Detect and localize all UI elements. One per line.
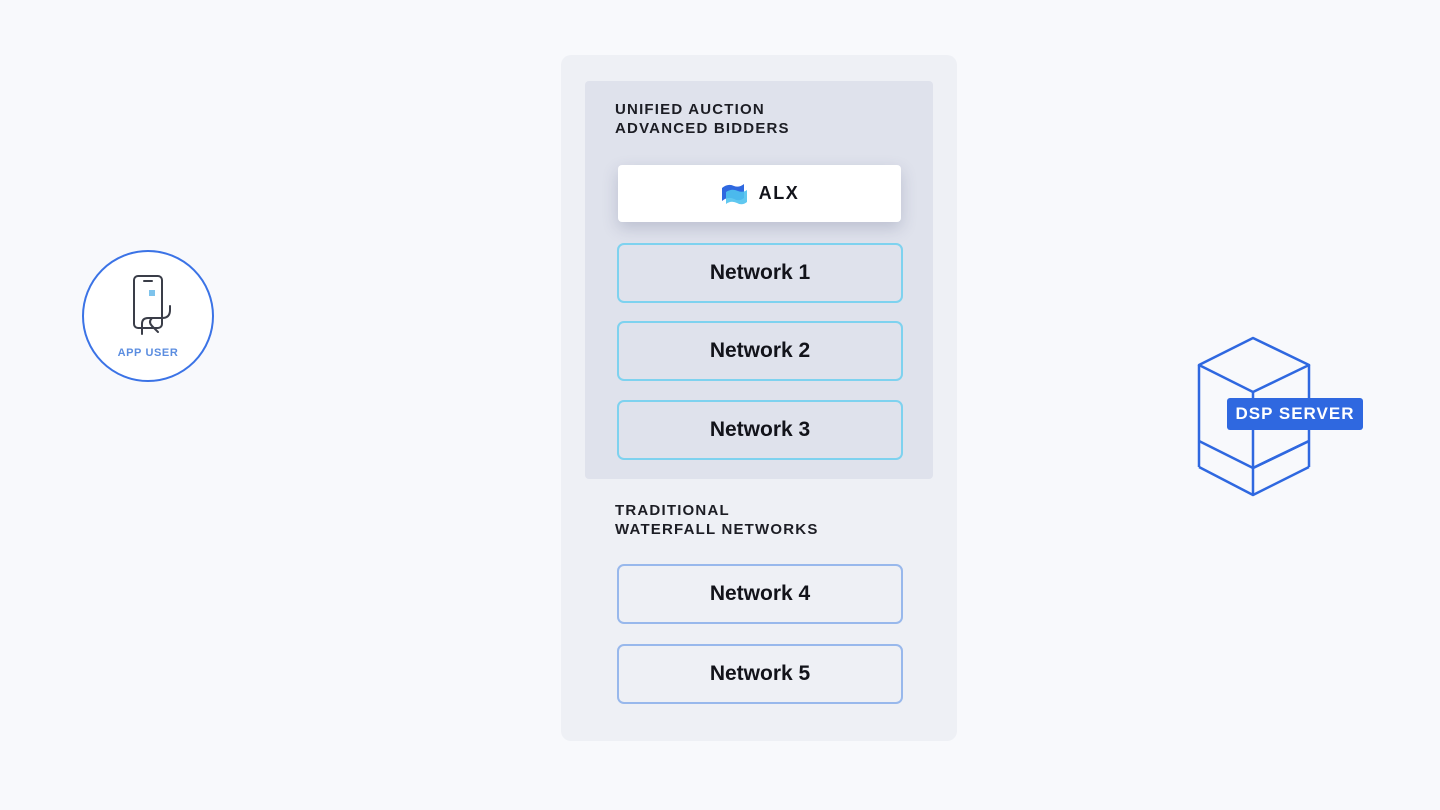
hand-holding-phone-icon bbox=[133, 275, 171, 335]
network-card: Network 5 bbox=[617, 644, 903, 704]
waterfall-title-line1: TRADITIONAL bbox=[615, 502, 730, 519]
dsp-server-badge: DSP SERVER bbox=[1227, 398, 1363, 430]
waterfall-title: TRADITIONAL WATERFALL NETWORKS bbox=[615, 501, 819, 539]
unified-auction-title: UNIFIED AUCTION ADVANCED BIDDERS bbox=[615, 100, 790, 138]
network-card: Network 4 bbox=[617, 564, 903, 624]
app-user-label: APP USER bbox=[117, 347, 179, 359]
alx-logo-icon bbox=[721, 183, 747, 204]
alx-name: ALX bbox=[758, 183, 800, 203]
unified-auction-section: UNIFIED AUCTION ADVANCED BIDDERS bbox=[585, 81, 933, 479]
alx-bidder-card: ALX bbox=[618, 165, 901, 222]
app-user-node: APP USER bbox=[82, 250, 214, 382]
dsp-server-node: DSP SERVER bbox=[1196, 335, 1366, 500]
waterfall-title-line2: WATERFALL NETWORKS bbox=[615, 521, 819, 538]
network-card: Network 3 bbox=[617, 400, 903, 460]
mediation-panel: UNIFIED AUCTION ADVANCED BIDDERS ALX Net… bbox=[561, 55, 957, 741]
unified-auction-title-line2: ADVANCED BIDDERS bbox=[615, 120, 790, 137]
unified-auction-title-line1: UNIFIED AUCTION bbox=[615, 101, 765, 118]
network-card: Network 1 bbox=[617, 243, 903, 303]
network-card: Network 2 bbox=[617, 321, 903, 381]
